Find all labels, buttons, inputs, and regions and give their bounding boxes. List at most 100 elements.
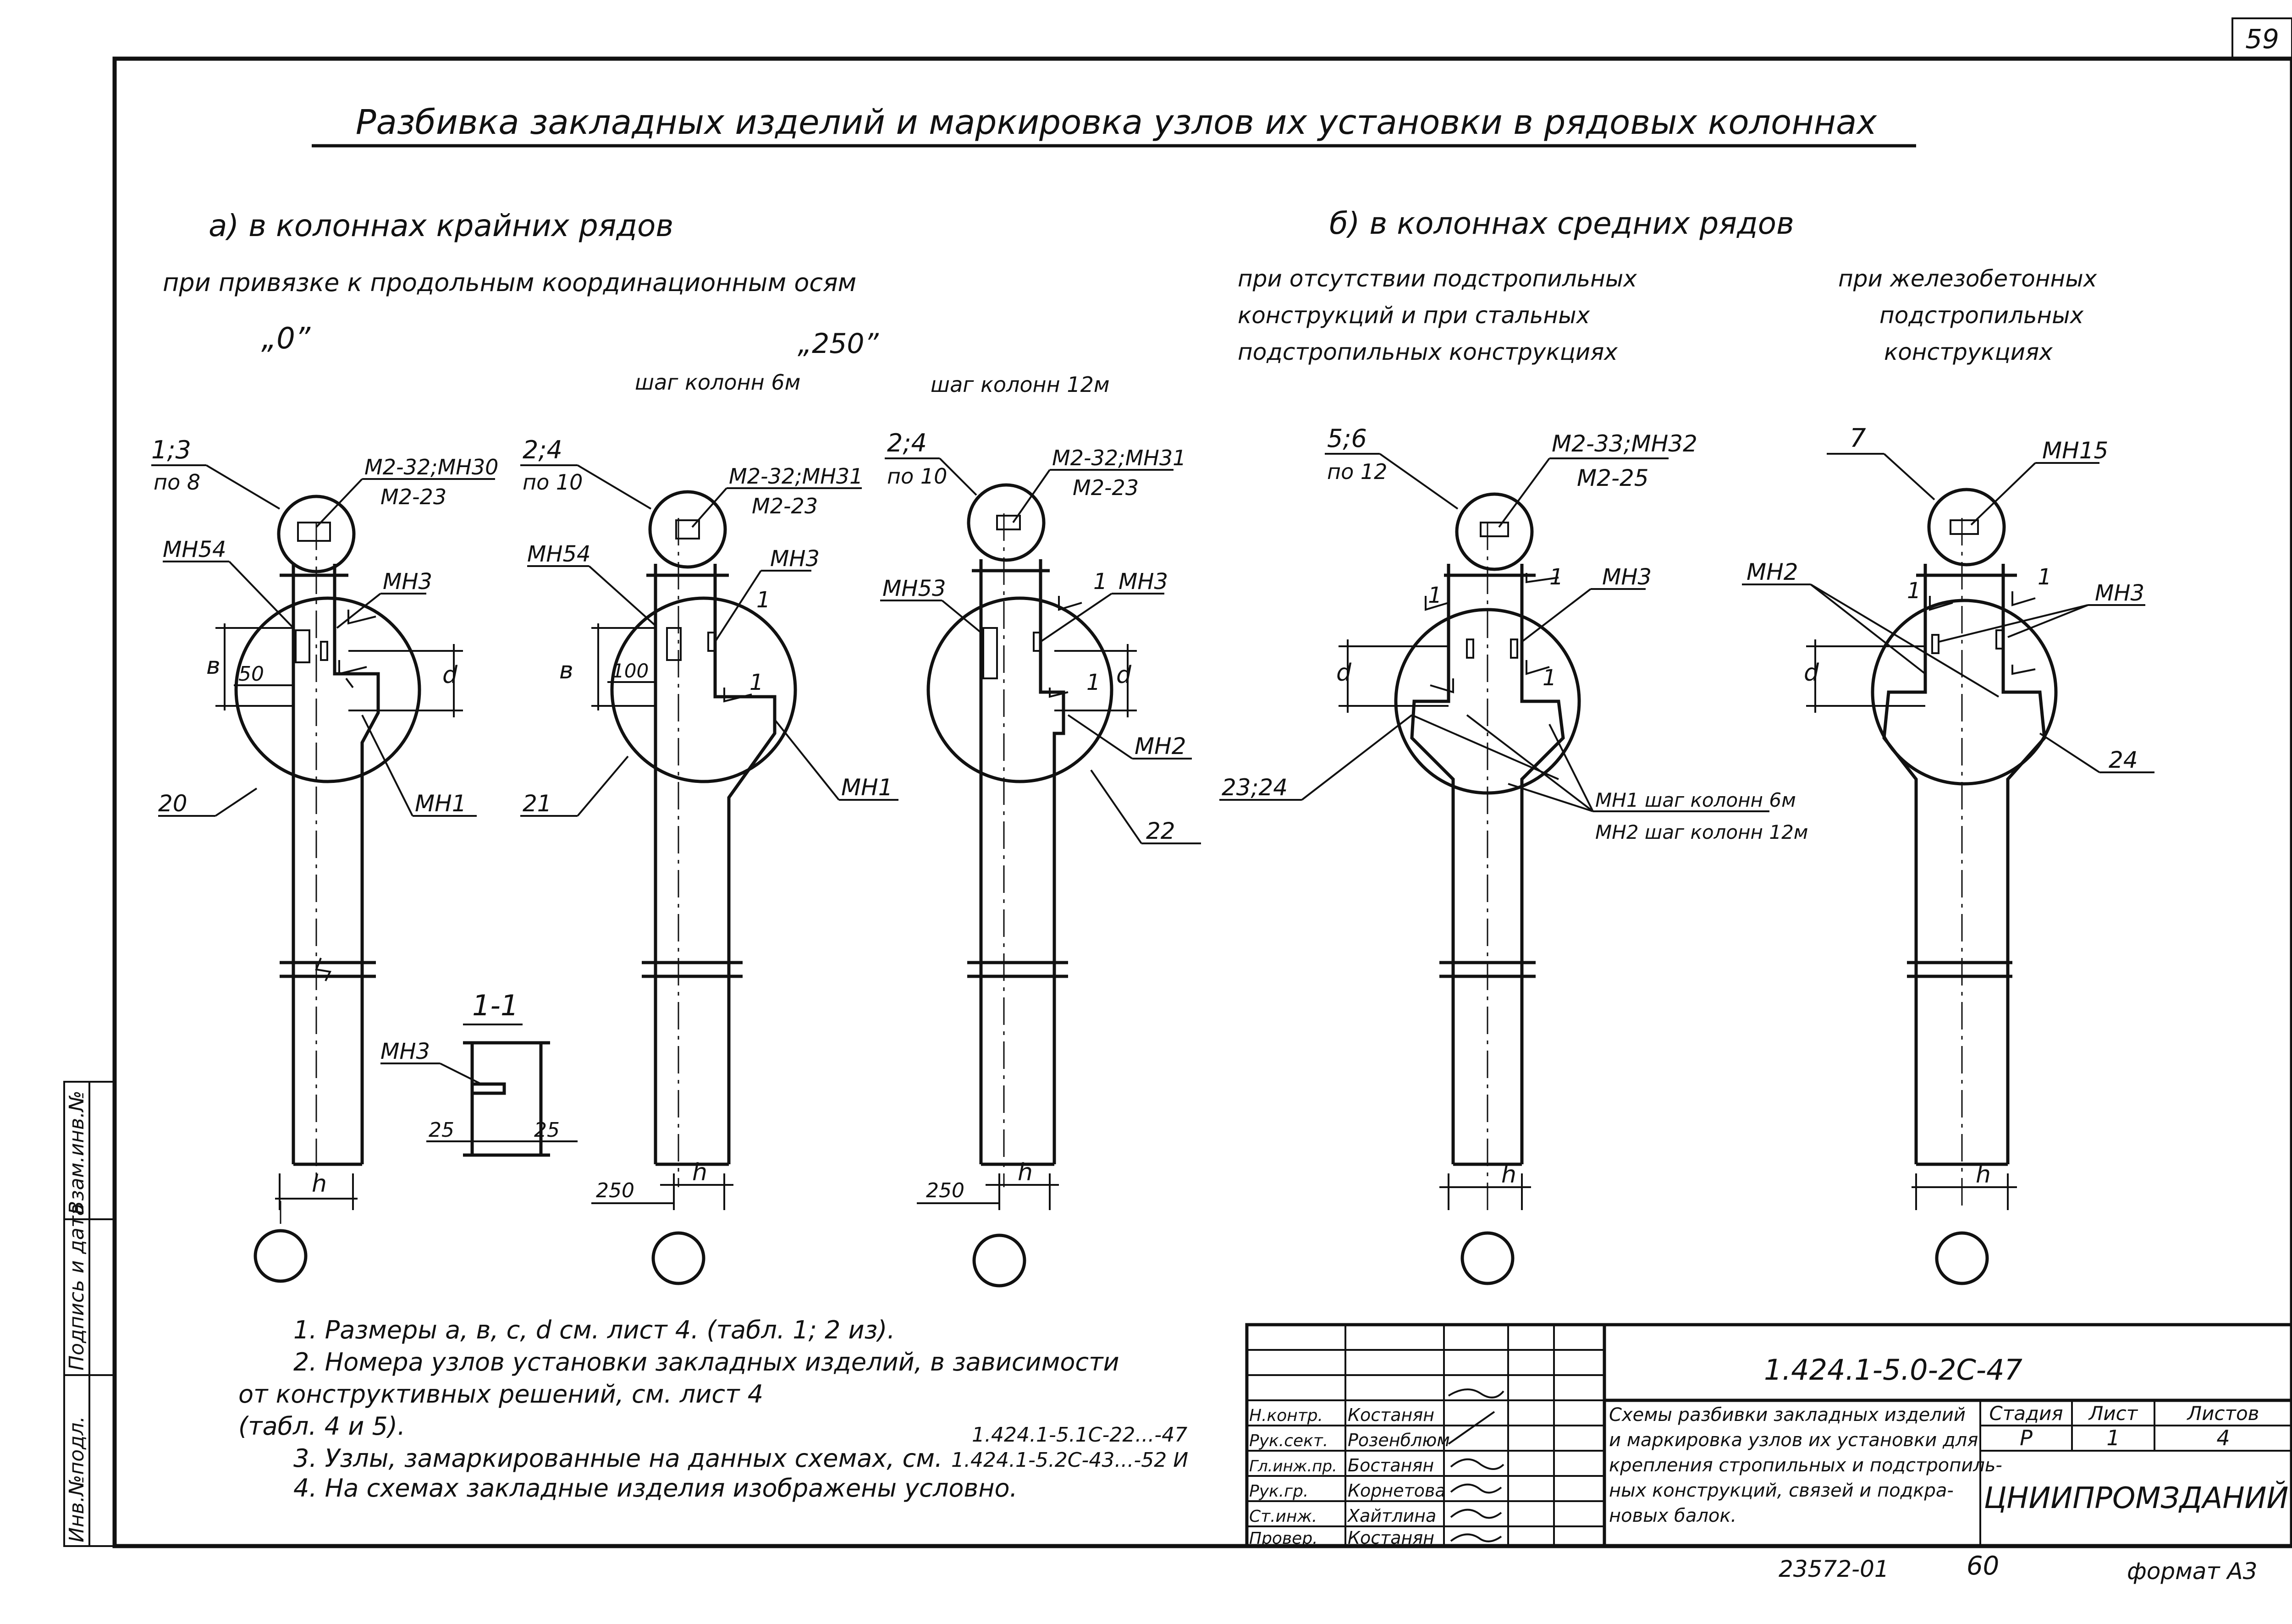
col2-offset: 250 <box>596 1179 634 1202</box>
sheet-header: Лист <box>2088 1402 2138 1425</box>
note-ref-2: 1.424.1-5.2С-43...-52 И <box>951 1448 1188 1472</box>
col2-dim-b: в <box>559 657 573 684</box>
signer-name-4: Корнетова <box>1348 1481 1446 1501</box>
col3-right-mark: МН3 <box>1118 569 1168 595</box>
col4-axis-bubble <box>1460 1231 1515 1285</box>
signer-name-3: Бостанян <box>1348 1455 1434 1475</box>
col5-big-circle <box>1871 599 2058 786</box>
page-number-box <box>2231 17 2292 60</box>
col3-bottom-mark: МН2 <box>1135 733 1186 760</box>
col4-node: 5;6 <box>1327 424 1367 453</box>
sheets-header: Листов <box>2187 1402 2259 1425</box>
col4-one-b: 1 <box>1428 583 1442 608</box>
format-label: формат А3 <box>2127 1558 2257 1585</box>
col2-big-circle <box>610 596 797 783</box>
column-diagram-1: 1;3 по 8 М2-32;МН30 М2-23 МН54 МН3 в 50 <box>151 435 498 1283</box>
col2-one-a: 1 <box>756 587 771 613</box>
col5-node: 7 <box>1850 424 1866 453</box>
stage-value: Р <box>2020 1426 2033 1450</box>
signature-4 <box>1450 1483 1502 1494</box>
col3-big-circle <box>926 596 1113 783</box>
signer-role-3: Гл.инж.пр. <box>1249 1457 1337 1475</box>
col2-top-mark: М2-32;МН31 <box>729 464 863 489</box>
notes-block: 1. Размеры а, в, с, d см. лист 4. (табл.… <box>238 1316 1188 1503</box>
stamp-podpis: Подпись и дата <box>65 1204 88 1371</box>
col2-bottom-mark: МН1 <box>841 774 893 801</box>
col5-dim-d: d <box>1804 659 1819 687</box>
stage-header: Стадия <box>1989 1402 2063 1425</box>
section-11-label: 1-1 <box>472 989 518 1022</box>
column-diagram-2: 2;4 по 10 М2-32;МН31 М2-23 МН54 МН3 1 1 … <box>520 435 898 1285</box>
col3-top-mark2: М2-23 <box>1073 475 1139 500</box>
col2-node: 2;4 <box>523 435 562 464</box>
col1-dim-d: d <box>442 661 458 689</box>
col4-node-sub: по 12 <box>1327 459 1387 484</box>
col5-top-mark: МН15 <box>2042 437 2108 464</box>
col4-one-a: 1 <box>1549 564 1564 590</box>
section-b-right-3: конструкциях <box>1884 339 2053 365</box>
col3-circle-mark: 22 <box>1146 818 1175 844</box>
signer-role-1: Н.контр. <box>1249 1406 1323 1425</box>
section-1-1: 1-1 МН3 25 25 <box>380 989 578 1157</box>
col3-left-mark: МН53 <box>882 576 946 601</box>
doc-title-1: Схемы разбивки закладных изделий <box>1609 1404 1966 1426</box>
col1-dim-50: 50 <box>238 662 264 686</box>
step-6m: шаг колонн 6м <box>635 370 800 395</box>
section-b-left-2: конструкций и при стальных <box>1238 302 1590 329</box>
col3-node-sub: по 10 <box>887 464 947 489</box>
col5-circle-mark: 24 <box>2109 747 2138 773</box>
col5-one-b: 1 <box>2038 564 2052 590</box>
col1-big-circle <box>234 596 421 783</box>
stamp-inv: Инв.№подл. <box>65 1416 88 1542</box>
col3-offset: 250 <box>926 1179 964 1202</box>
column-diagram-4: 5;6 по 12 М2-33;МН32 М2-25 1 1 1 МН3 d 2… <box>1219 424 1808 1285</box>
col5-one-a: 1 <box>1907 578 1921 604</box>
note-4: 4. На схемах закладные изделия изображен… <box>293 1474 1018 1503</box>
col4-note-mn2: МН2 шаг колонн 12м <box>1595 821 1808 843</box>
signature-2 <box>1448 1411 1495 1445</box>
col4-top-mark: М2-33;МН32 <box>1552 430 1697 457</box>
section-b-right-1: при железобетонных <box>1838 265 2097 292</box>
col1-circle-mark: 20 <box>158 790 187 817</box>
doc-code: 1.424.1-5.0-2С-47 <box>1764 1353 2022 1387</box>
col5-top-circle <box>1927 488 2006 567</box>
signer-role-2: Рук.сект. <box>1249 1431 1328 1450</box>
col2-base-h: h <box>692 1159 707 1186</box>
col3-one-b: 1 <box>1086 670 1101 695</box>
col4-top-mark2: М2-25 <box>1577 465 1649 491</box>
col2-right-mark: МН3 <box>770 546 820 572</box>
org-name: ЦНИИПРОМЗДАНИЙ <box>1984 1481 2289 1515</box>
doc-title-2: и маркировка узлов их установки для <box>1609 1430 1978 1451</box>
title-block: 1.424.1-5.0-2С-47 Н.контр. Костанян Рук.… <box>1245 1323 2292 1548</box>
section-b-left-3: подстропильных конструкциях <box>1238 339 1618 365</box>
col1-axis-bubble <box>253 1229 308 1283</box>
col2-circle-mark: 21 <box>523 790 552 817</box>
signer-role-6: Провер. <box>1249 1529 1318 1548</box>
column-diagram-3: 2;4 по 10 М2-32;МН31 М2-23 МН53 МН3 1 1 … <box>880 429 1201 1288</box>
note-2b: от конструктивных решений, см. лист 4 <box>238 1380 763 1409</box>
col1-base-h: h <box>312 1170 327 1198</box>
signature-1 <box>1448 1388 1504 1398</box>
col1-dim-b: в <box>206 652 220 680</box>
signature-5 <box>1450 1508 1502 1519</box>
col2-top-circle <box>648 490 727 569</box>
signature-6 <box>1450 1533 1502 1542</box>
section-a-sub: при привязке к продольным координационны… <box>163 268 856 297</box>
section-b-heading: б) в колоннах средних рядов <box>1329 206 1794 241</box>
section-11-d2: 25 <box>534 1118 560 1142</box>
col4-dim-d: d <box>1336 659 1352 687</box>
col3-one-a: 1 <box>1093 569 1107 595</box>
footer-num: 60 <box>1967 1551 1999 1581</box>
col1-top-mark: М2-32;МН30 <box>364 455 498 479</box>
signer-name-6: Костанян <box>1348 1528 1434 1548</box>
signer-role-4: Рук.гр. <box>1249 1482 1308 1501</box>
sheets-value: 4 <box>2216 1426 2230 1450</box>
step-12m: шаг колонн 12м <box>931 372 1110 397</box>
col1-top-mark2: М2-23 <box>380 484 446 509</box>
col4-one-c: 1 <box>1543 665 1557 691</box>
section-a-heading: а) в колоннах крайних рядов <box>209 208 673 243</box>
col4-big-circle <box>1394 608 1581 795</box>
page-number: 59 <box>2245 23 2279 55</box>
col2-top-mark2: М2-23 <box>752 494 818 518</box>
